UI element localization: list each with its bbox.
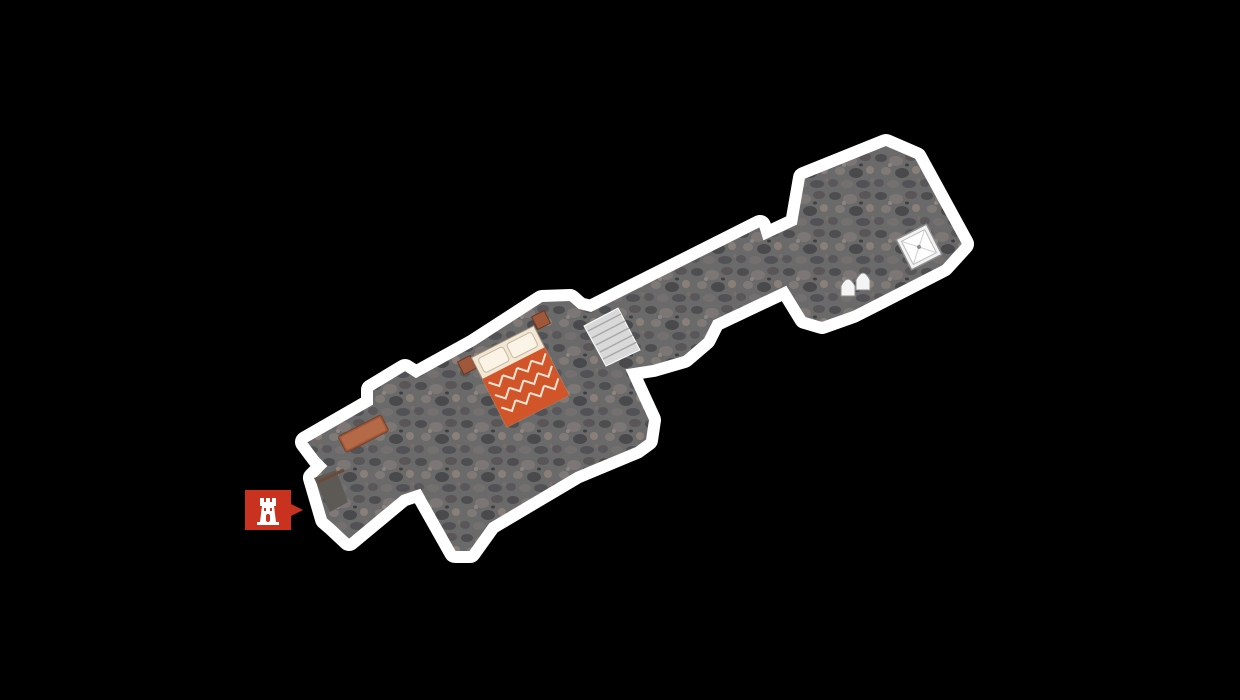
toilet	[840, 278, 856, 297]
double-bed	[470, 325, 570, 428]
door-threshold	[317, 468, 345, 484]
bidet	[855, 272, 871, 291]
tower-icon	[245, 490, 303, 530]
entrance-marker[interactable]	[245, 490, 305, 532]
bedside-table-right	[530, 309, 552, 331]
bed-cover-pattern	[488, 353, 560, 413]
bench	[338, 414, 389, 453]
shower	[895, 223, 943, 271]
stairs	[583, 307, 641, 367]
